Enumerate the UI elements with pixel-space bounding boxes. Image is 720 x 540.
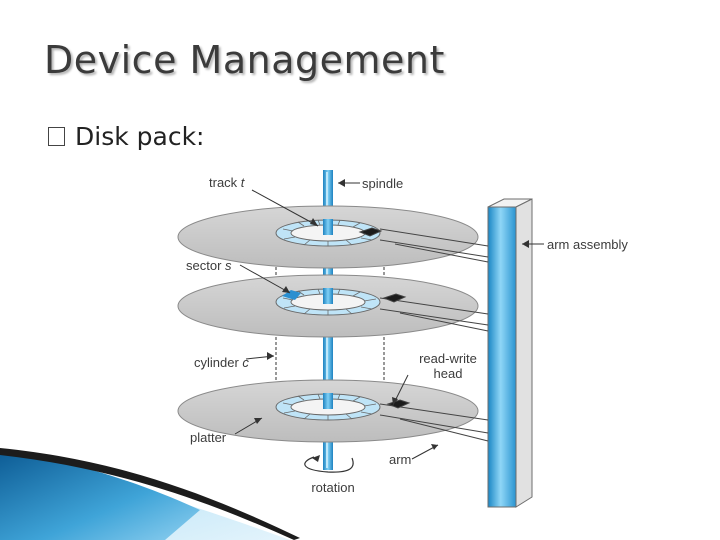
- sector-label: sector s: [186, 258, 232, 273]
- square-bullet-icon: [48, 126, 65, 146]
- platter-label: platter: [190, 430, 227, 445]
- platter-top: [177, 205, 479, 269]
- read-write-label-line1: read-write: [419, 351, 477, 366]
- spindle-label: spindle: [362, 176, 403, 191]
- arm-middle: [379, 293, 489, 332]
- arm-assembly-label: arm assembly: [547, 237, 628, 252]
- track-leader: [251, 189, 319, 227]
- read-write-label-line2: head: [434, 366, 463, 381]
- rotation-label: rotation: [311, 480, 354, 495]
- track-label: track t: [209, 175, 246, 190]
- sector-highlight: [282, 290, 301, 300]
- corner-swoosh-decoration: [0, 448, 300, 540]
- bullet-text: Disk pack:: [75, 121, 205, 151]
- platter-middle: [177, 274, 479, 338]
- arm-bottom: [379, 399, 489, 442]
- platter-bottom: [177, 379, 479, 443]
- slide-title: Device Management: [44, 38, 445, 82]
- cylinder-label: cylinder c: [194, 355, 249, 370]
- bullet-item: Disk pack:: [48, 121, 204, 151]
- rotation-arrow: [304, 455, 354, 473]
- arm-assembly-column: [487, 198, 533, 508]
- arm-top: [358, 227, 489, 263]
- sector-leader: [239, 264, 291, 294]
- leader-arrowheads: [254, 179, 529, 450]
- arm-label: arm: [389, 452, 411, 467]
